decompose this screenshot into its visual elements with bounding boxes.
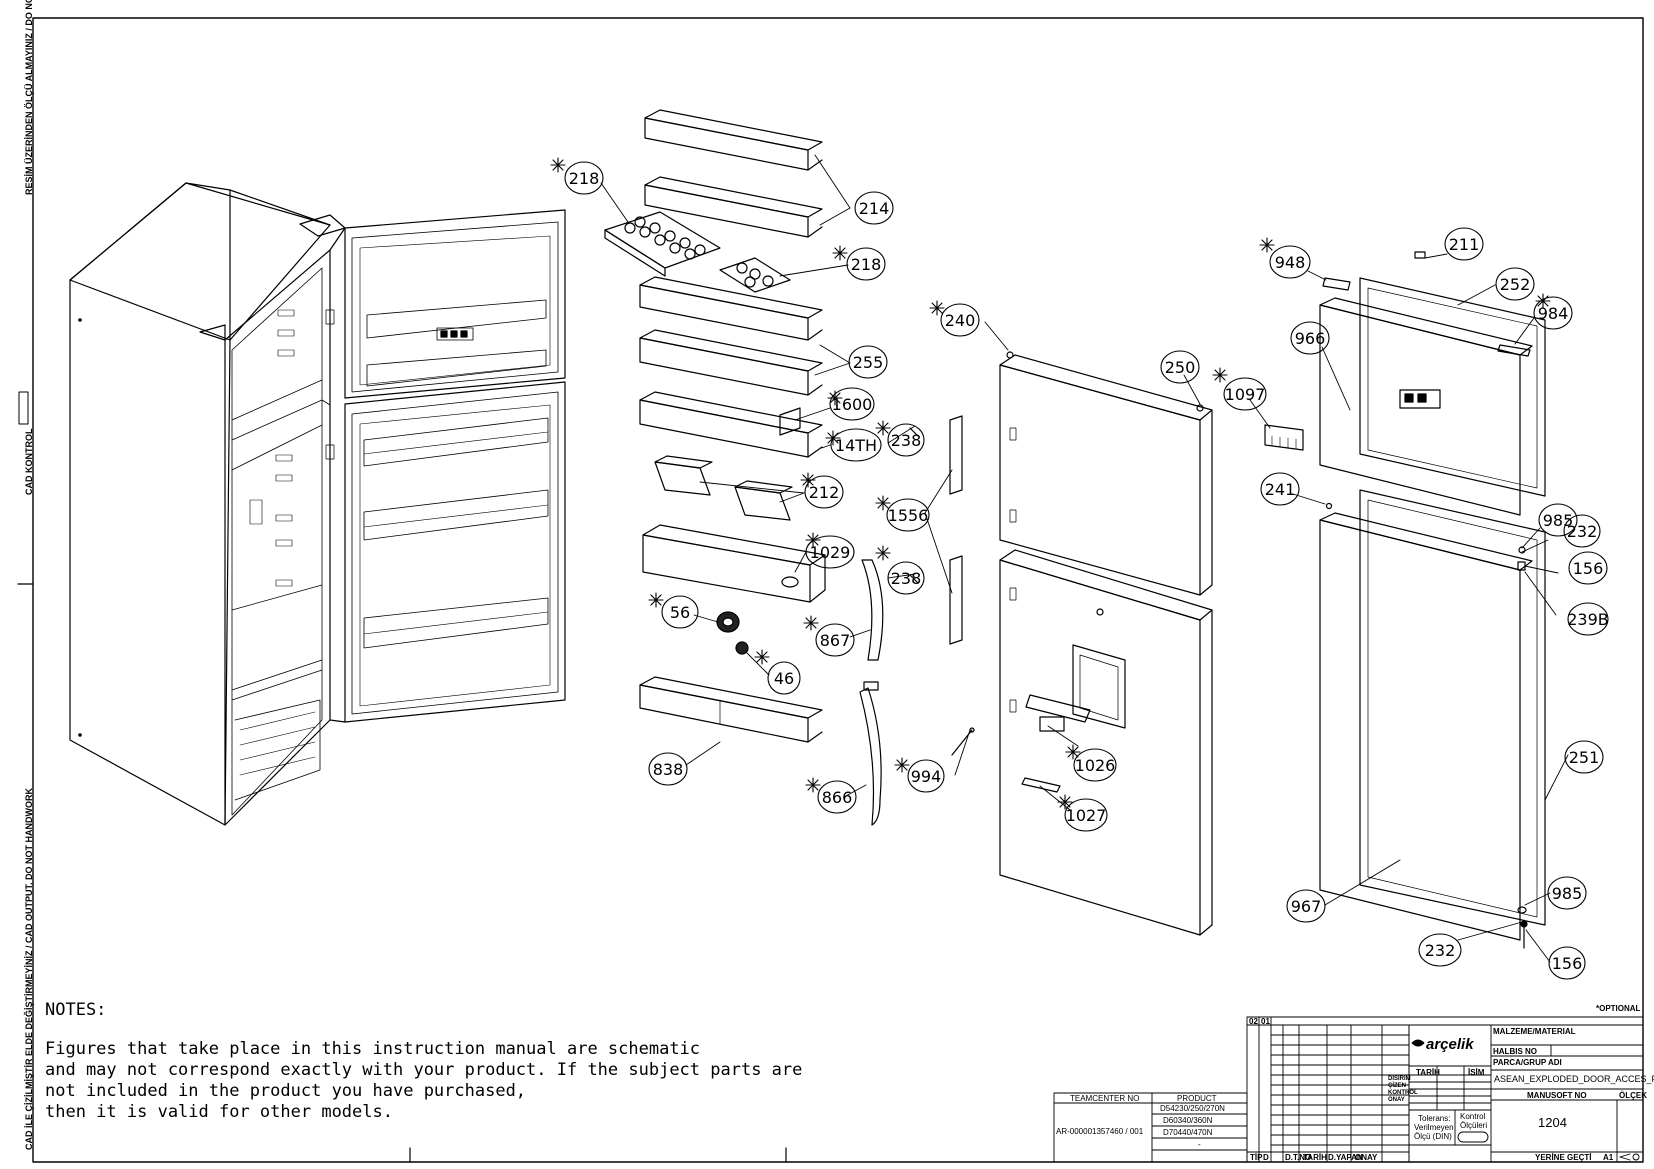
manusoft-label: MANUSOFT NO — [1527, 1091, 1587, 1100]
callout-866: 866 — [822, 788, 853, 807]
callout-255: 255 — [853, 353, 884, 372]
replaces-label: YERİNE GEÇTİ — [1535, 1153, 1592, 1162]
callout-1029: 1029 — [810, 543, 851, 562]
callout-218: 218 — [851, 255, 882, 274]
callout-232: 232 — [1567, 522, 1598, 541]
door-handles — [859, 415, 975, 826]
title-block — [1053, 1016, 1644, 1163]
halbis-label: HALBIS NO — [1493, 1047, 1537, 1056]
notes-section: NOTES: Figures that take place in this i… — [45, 1000, 805, 1123]
callout-156: 156 — [1573, 559, 1604, 578]
product-model: - — [1198, 1140, 1201, 1149]
footer-col: D.YAPAN — [1328, 1153, 1363, 1162]
refrigerator-body — [69, 182, 346, 826]
product-model: D54230/250/270N — [1160, 1104, 1225, 1113]
callout-966: 966 — [1295, 329, 1326, 348]
optional-label: *OPTIONAL — [1596, 1004, 1641, 1013]
sheet-size: A1 — [1603, 1153, 1614, 1162]
callout-948: 948 — [1275, 253, 1306, 272]
callout-238: 238 — [891, 431, 922, 450]
product-model: D60340/360N — [1163, 1116, 1213, 1125]
scale-label: ÖLÇEK — [1619, 1091, 1647, 1100]
callout-251: 251 — [1569, 748, 1600, 767]
sheet-border — [32, 17, 1644, 1163]
row-label: DİSİRİM — [1388, 1076, 1411, 1082]
rear-doors — [1264, 251, 1546, 949]
callout-46: 46 — [774, 669, 794, 688]
callout-984: 984 — [1538, 304, 1569, 323]
callout-14th: 14TH — [835, 436, 877, 455]
tolerance-line: Verilmeyen — [1414, 1123, 1454, 1132]
callout-250: 250 — [1165, 358, 1196, 377]
front-doors — [999, 351, 1213, 936]
product-model: D70440/470N — [1163, 1128, 1213, 1137]
callout-circles — [564, 161, 1609, 980]
row-label: ÇİZEN — [1388, 1083, 1406, 1089]
refrigerator-open-doors — [325, 209, 566, 723]
material-label: MALZEME/MATERIAL — [1493, 1027, 1576, 1036]
callout-241: 241 — [1265, 480, 1296, 499]
revision-b: 01 — [1261, 1017, 1270, 1026]
callout-252: 252 — [1500, 275, 1531, 294]
callout-212: 212 — [809, 483, 840, 502]
callout-838: 838 — [653, 760, 684, 779]
callout-1027: 1027 — [1066, 806, 1107, 825]
callout-214: 214 — [859, 199, 890, 218]
notes-line: then it is valid for other models. — [45, 1102, 393, 1122]
row-label: KONTROL — [1388, 1090, 1418, 1096]
callout-218: 218 — [569, 169, 600, 188]
footer-col: TARİH — [1303, 1153, 1327, 1162]
callout-1600: 1600 — [832, 395, 873, 414]
product-label: PRODUCT — [1177, 1094, 1217, 1103]
side-label-cad-control: CAD KONTROL — [24, 428, 34, 496]
callout-240: 240 — [945, 311, 976, 330]
callout-867: 867 — [820, 631, 851, 650]
optional-asterisks — [550, 157, 1551, 810]
side-label-do-not-scale: RESİM ÜZERİNDEN ÖLÇÜ ALMAYINIZ / DO NOT … — [24, 0, 34, 195]
control-line: Ölçüleri — [1460, 1121, 1488, 1130]
callout-238: 238 — [891, 569, 922, 588]
callout-leaders — [600, 154, 1569, 963]
tolerance-line: Ölçü (DIN) — [1414, 1132, 1452, 1141]
callout-994: 994 — [911, 767, 942, 786]
callout-1026: 1026 — [1075, 756, 1116, 775]
callout-56: 56 — [670, 603, 690, 622]
footer-col: D — [1263, 1153, 1269, 1162]
brand-logo-text: arçelik — [1426, 1036, 1474, 1053]
name-label: İSİM — [1468, 1068, 1485, 1077]
part-name-label: PARCA/GRUP ADI — [1493, 1058, 1562, 1067]
row-label: ONAY — [1388, 1097, 1405, 1103]
notes-line: not included in the product you have pur… — [45, 1081, 527, 1101]
callout-1097: 1097 — [1225, 385, 1266, 404]
callout-232: 232 — [1425, 941, 1456, 960]
notes-line: Figures that take place in this instruct… — [45, 1039, 701, 1059]
cad-check-box — [18, 391, 29, 425]
callout-985: 985 — [1552, 884, 1583, 903]
manusoft-number: 1204 — [1538, 1115, 1567, 1130]
side-label-cad-output: CAD İLE ÇİZİLMİŞTİR ELDE DEĞİŞTİRMEYİNİZ… — [24, 788, 34, 1150]
date-label: TARİH — [1416, 1068, 1440, 1077]
part-name: ASEAN_EXPLODED_DOOR_ACCES_PK — [1494, 1074, 1654, 1084]
callout-1556: 1556 — [888, 506, 929, 525]
callout-967: 967 — [1291, 897, 1322, 916]
footer-col: TİP — [1250, 1153, 1263, 1162]
door-shelves — [604, 109, 826, 743]
callout-239b: 239B — [1567, 610, 1609, 629]
teamcenter-label: TEAMCENTER NO — [1070, 1094, 1140, 1103]
callout-156: 156 — [1552, 954, 1583, 973]
notes-title: NOTES: — [45, 1000, 107, 1020]
control-line: Kontrol — [1460, 1112, 1486, 1121]
revision-a: 02 — [1249, 1017, 1258, 1026]
callout-985: 985 — [1543, 511, 1574, 530]
notes-line: and may not correspond exactly with your… — [45, 1060, 803, 1080]
footer-col: ONAY — [1355, 1153, 1378, 1162]
teamcenter-number: AR-000001357460 / 001 — [1056, 1127, 1144, 1136]
footer-col: D.T.NO — [1285, 1153, 1312, 1162]
tolerance-line: Tolerans: — [1418, 1114, 1451, 1123]
callout-211: 211 — [1449, 235, 1480, 254]
